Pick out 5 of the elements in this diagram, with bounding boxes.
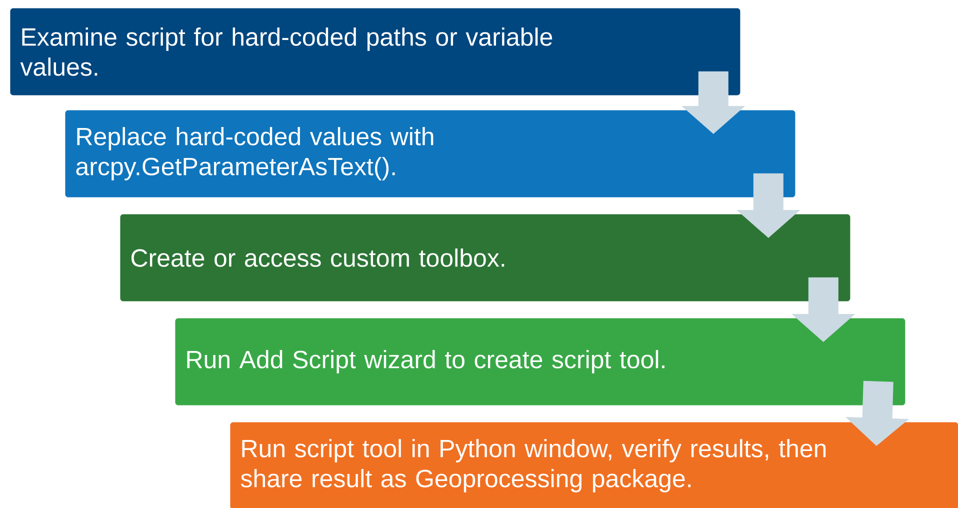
process-box: Run script tool in Python window, verify results, then share result as Geoprocessing package. xyxy=(230,422,958,508)
process-box: Create or access custom toolbox. xyxy=(120,214,850,302)
process-box: Run Add Script wizard to create script tool. xyxy=(175,318,906,406)
process-box: Examine script for hard-coded paths or variable values. xyxy=(10,8,740,96)
process-box: Replace hard-coded values with arcpy.GetParameterAsText(). xyxy=(65,110,796,198)
